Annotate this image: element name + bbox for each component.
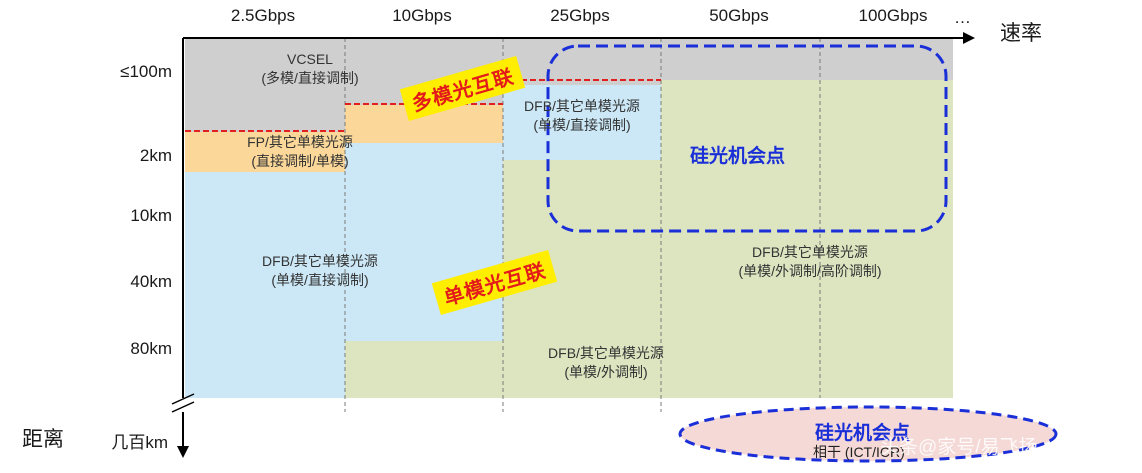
axis-break-mark-1: [171, 393, 195, 405]
distance-10km: 10km: [130, 206, 172, 225]
region-grey-left: [185, 80, 345, 132]
label-fp: FP/其它单模光源 (直接调制/单模): [247, 134, 353, 169]
label-dfb-direct-long: DFB/其它单模光源 (单模/直接调制): [262, 253, 378, 288]
coherent-opportunity-subtitle: 相干 (ICT/ICR): [813, 444, 905, 460]
region-green-mid: [345, 341, 503, 398]
silicon-photonics-box: [546, 44, 948, 233]
region-grey-25g: [503, 80, 661, 85]
silicon-photonics-opportunity: 硅光机会点: [690, 146, 786, 167]
rate-2-5g: 2.5Gbps: [230, 6, 296, 25]
region-blue-25g: [503, 85, 661, 160]
region-grey-multimode: [185, 38, 953, 80]
rate-100g: 100Gbps: [858, 6, 928, 25]
coherent-ellipse: [678, 405, 1058, 463]
rate-10g: 10Gbps: [392, 6, 452, 25]
distance-axis-label: 距离: [22, 428, 64, 451]
rate-25g: 25Gbps: [550, 6, 610, 25]
distance-80km: 80km: [130, 339, 172, 358]
distance-100m: ≤100m: [120, 62, 172, 81]
coherent-opportunity-title: 硅光机会点: [815, 423, 911, 444]
label-dfb-external: DFB/其它单模光源 (单模/外调制): [548, 345, 664, 380]
y-axis-arrow-icon: [177, 446, 189, 458]
distance-2km: 2km: [139, 146, 172, 165]
label-dfb-advanced: DFB/其它单模光源 (单模/外调制/高阶调制): [738, 244, 882, 279]
label-vcsel: VCSEL (多模/直接调制): [261, 51, 359, 86]
distance-40km: 40km: [130, 272, 172, 291]
watermark: 头条@家号/易飞扬: [880, 437, 1038, 458]
rate-axis-label: 速率: [1000, 22, 1042, 45]
region-orange-fp-left: [185, 132, 345, 172]
axis-break-mark-2: [171, 401, 195, 413]
rate-ellipsis: …: [954, 8, 971, 27]
x-axis-arrow-icon: [963, 32, 975, 44]
distance-hundreds-km: 几百km: [111, 433, 168, 452]
region-blue-left: [185, 172, 345, 398]
label-dfb-direct-short: DFB/其它单模光源 (单模/直接调制): [524, 98, 640, 133]
region-green-right: [661, 80, 953, 398]
region-blue-mid: [345, 143, 503, 341]
rate-50g: 50Gbps: [709, 6, 769, 25]
